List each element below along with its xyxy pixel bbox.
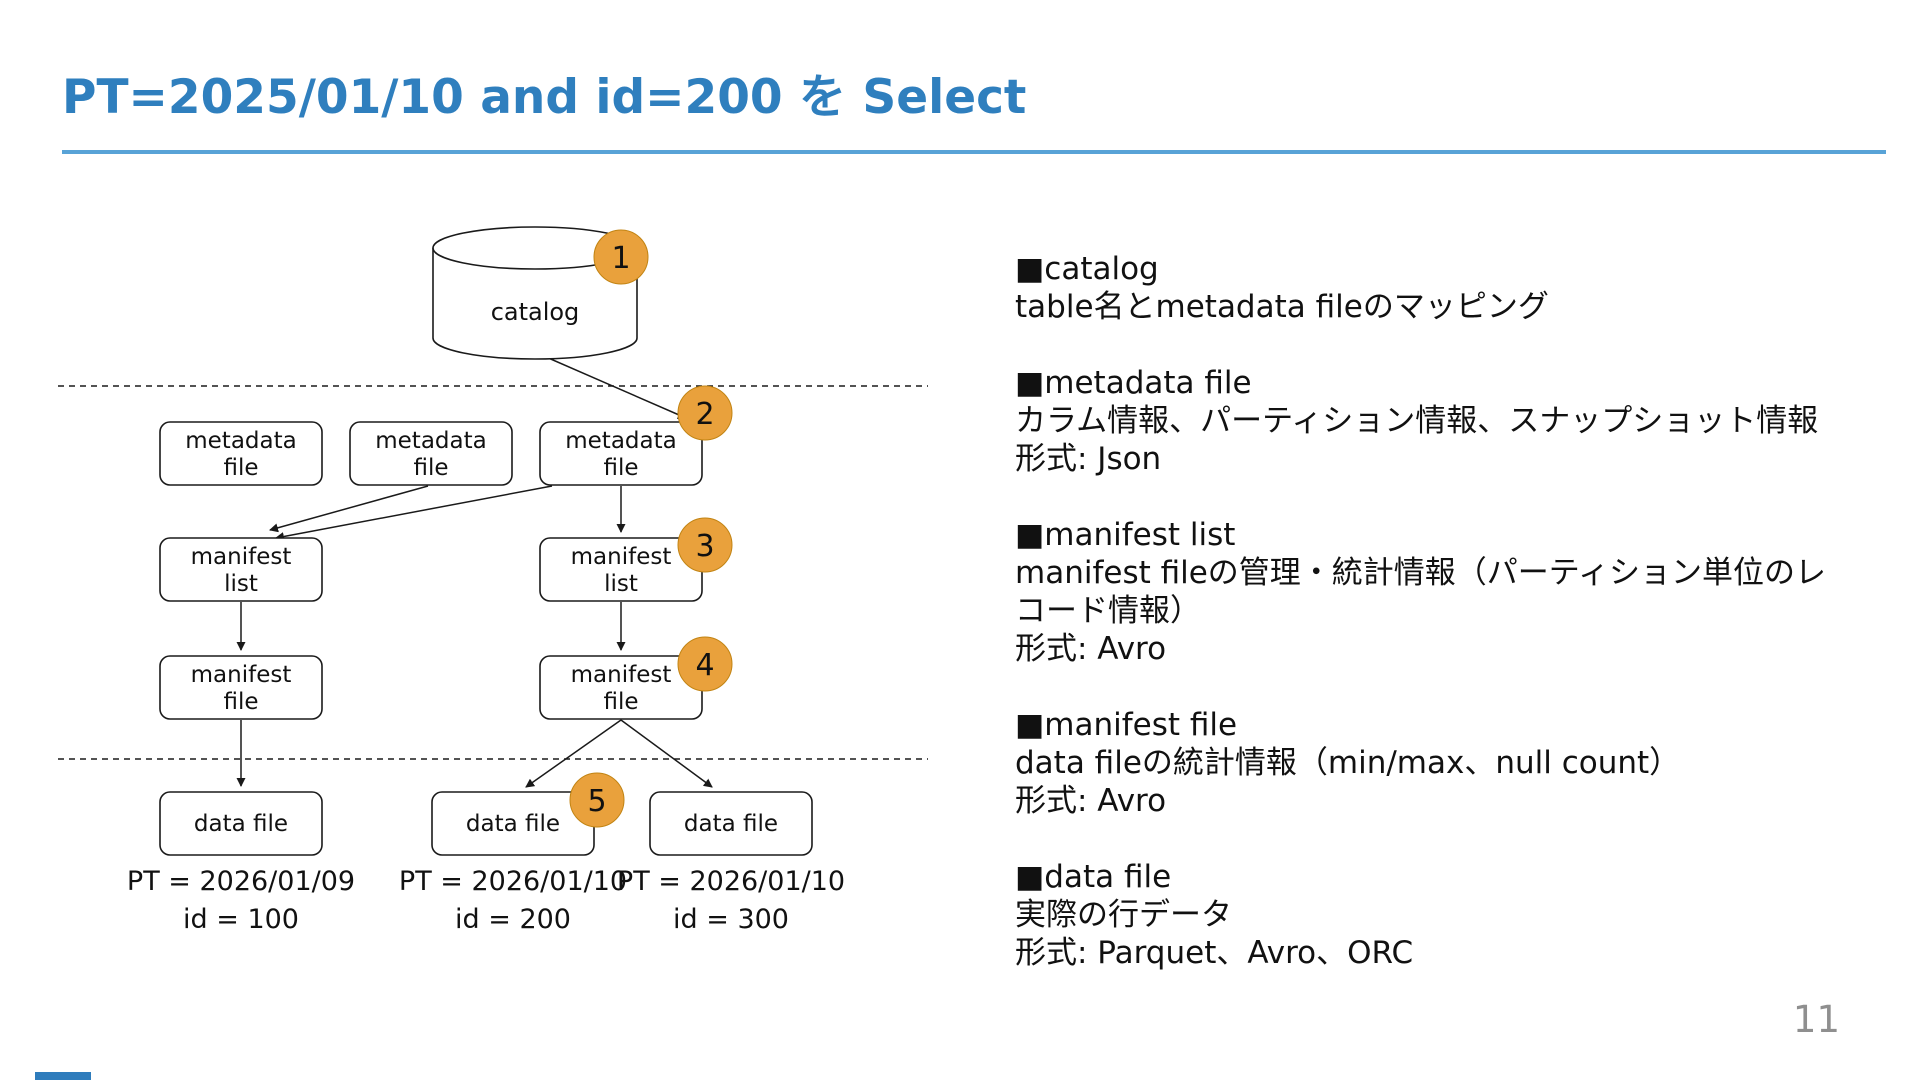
note-line: コード情報） <box>1015 593 1201 629</box>
manifest-file-1-line2: file <box>223 689 258 715</box>
note-heading: ■manifest file <box>1015 707 1238 743</box>
note-line: 形式: Json <box>1015 441 1162 477</box>
metadata-file-node-3: metadata file <box>539 421 703 486</box>
partition-3-id: id = 300 <box>673 904 789 935</box>
metadata-file-3-line1: metadata <box>565 428 676 454</box>
step-badge-1-number: 1 <box>611 241 630 276</box>
note-heading: ■metadata file <box>1015 365 1252 401</box>
metadata-file-1-line1: metadata <box>185 428 296 454</box>
edge-manifestfile2-to-datafile2 <box>525 719 622 788</box>
data-file-node-1: data file <box>159 791 323 856</box>
manifest-file-2-line1: manifest <box>571 662 672 688</box>
note-section-metadata-file: ■metadata file カラム情報、パーティション情報、スナップショット情… <box>1015 364 1895 478</box>
manifest-list-2-line1: manifest <box>571 544 672 570</box>
note-section-data-file: ■data file 実際の行データ 形式: Parquet、Avro、ORC <box>1015 858 1895 972</box>
partition-label-3: PT = 2026/01/10 id = 300 <box>617 866 845 935</box>
catalog-label: catalog <box>491 298 580 326</box>
metadata-file-node-2: metadata file <box>349 421 513 486</box>
edge-metadata2-to-manifestlist1 <box>269 485 429 533</box>
catalog-node: catalog <box>432 226 638 360</box>
step-badge-5: 5 <box>569 772 625 828</box>
manifest-list-2-line2: list <box>604 571 638 597</box>
manifest-file-node-1: manifest file <box>159 655 323 720</box>
partition-2-id: id = 200 <box>455 904 571 935</box>
partition-3-pt: PT = 2026/01/10 <box>617 866 845 897</box>
note-line: table名とmetadata fileのマッピング <box>1015 289 1549 325</box>
step-badge-2-number: 2 <box>695 397 714 432</box>
partition-1-id: id = 100 <box>183 904 299 935</box>
manifest-list-node-2: manifest list <box>539 537 703 602</box>
manifest-list-1-line2: list <box>224 571 258 597</box>
data-file-node-3: data file <box>649 791 813 856</box>
explanation-panel: ■catalog table名とmetadata fileのマッピング ■met… <box>1015 250 1895 1010</box>
page-title: PT=2025/01/10 and id=200 を Select <box>62 70 1027 125</box>
step-badge-2: 2 <box>677 385 733 441</box>
note-heading: ■manifest list <box>1015 517 1236 553</box>
step-badge-4: 4 <box>677 636 733 692</box>
note-line: data fileの統計情報（min/max、null count） <box>1015 745 1681 781</box>
catalog-cylinder-body <box>432 248 638 360</box>
note-line: カラム情報、パーティション情報、スナップショット情報 <box>1015 403 1819 439</box>
note-line: manifest fileの管理・統計情報（パーティション単位のレ <box>1015 555 1826 591</box>
note-section-manifest-list: ■manifest list manifest fileの管理・統計情報（パーテ… <box>1015 516 1895 668</box>
manifest-list-node-1: manifest list <box>159 537 323 602</box>
manifest-list-1-line1: manifest <box>191 544 292 570</box>
metadata-file-2-line2: file <box>413 455 448 481</box>
step-badge-4-number: 4 <box>695 648 714 683</box>
note-heading: ■data file <box>1015 859 1172 895</box>
note-line: 実際の行データ <box>1015 897 1232 933</box>
note-section-catalog: ■catalog table名とmetadata fileのマッピング <box>1015 250 1895 326</box>
partition-2-pt: PT = 2026/01/10 <box>399 866 627 897</box>
edge-manifestfile2-to-datafile3 <box>620 719 713 788</box>
partition-1-pt: PT = 2026/01/09 <box>127 866 355 897</box>
step-badge-3-number: 3 <box>695 529 714 564</box>
manifest-file-1-line1: manifest <box>191 662 292 688</box>
title-underline-rule <box>62 150 1886 154</box>
note-section-manifest-file: ■manifest file data fileの統計情報（min/max、nu… <box>1015 706 1895 820</box>
data-file-2-label: data file <box>466 811 560 837</box>
edge-catalog-to-metadata3 <box>529 349 687 419</box>
note-heading: ■catalog <box>1015 251 1159 287</box>
metadata-file-2-line1: metadata <box>375 428 486 454</box>
metadata-file-3-line2: file <box>603 455 638 481</box>
note-line: 形式: Parquet、Avro、ORC <box>1015 935 1414 971</box>
metadata-file-1-line2: file <box>223 455 258 481</box>
page-number: 11 <box>1792 998 1840 1041</box>
edge-metadata3-to-manifestlist1 <box>275 485 553 541</box>
step-badge-1: 1 <box>593 229 649 285</box>
partition-label-1: PT = 2026/01/09 id = 100 <box>127 866 355 935</box>
step-badge-3: 3 <box>677 517 733 573</box>
metadata-file-node-1: metadata file <box>159 421 323 486</box>
data-file-1-label: data file <box>194 811 288 837</box>
data-file-3-label: data file <box>684 811 778 837</box>
partition-label-2: PT = 2026/01/10 id = 200 <box>399 866 627 935</box>
manifest-file-2-line2: file <box>603 689 638 715</box>
note-line: 形式: Avro <box>1015 783 1167 819</box>
iceberg-metadata-diagram: catalog metadata file metadata file meta… <box>58 226 928 935</box>
data-file-node-2: data file <box>431 791 595 856</box>
diagram-edges <box>236 349 713 788</box>
footer-accent-bar <box>35 1072 91 1080</box>
note-line: 形式: Avro <box>1015 631 1167 667</box>
manifest-file-node-2: manifest file <box>539 655 703 720</box>
step-badge-5-number: 5 <box>587 784 606 819</box>
